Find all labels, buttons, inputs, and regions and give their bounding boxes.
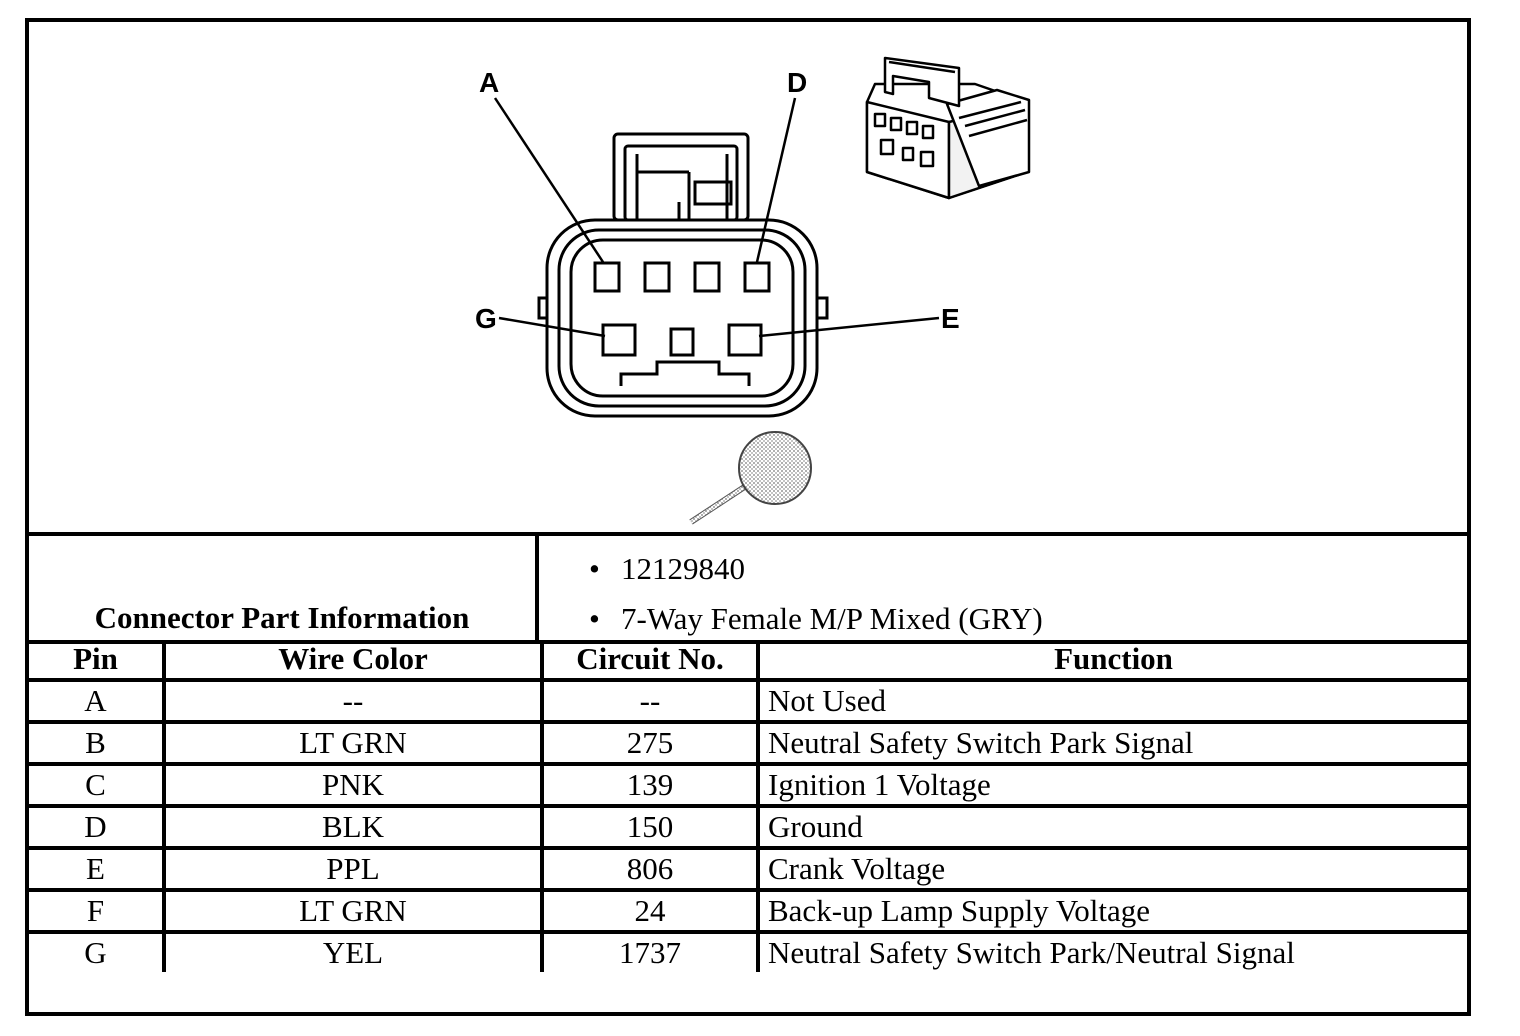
table-row: F LT GRN 24 Back-up Lamp Supply Voltage [29, 888, 1467, 934]
pin-label-a: A [479, 67, 499, 98]
cell-wire-color: PNK [162, 762, 544, 808]
cell-circuit-no: 1737 [540, 930, 760, 972]
header-function: Function [756, 640, 1467, 682]
cell-function: Ground [756, 804, 1467, 850]
connector-part-info-heading: Connector Part Information [29, 536, 539, 640]
pin-label-d: D [787, 67, 807, 98]
cell-function: Ignition 1 Voltage [756, 762, 1467, 808]
cell-wire-color: -- [162, 678, 544, 724]
connector-body [545, 218, 819, 418]
cell-circuit-no: 275 [540, 720, 760, 766]
cell-wire-color: YEL [162, 930, 544, 972]
cell-circuit-no: 139 [540, 762, 760, 808]
cell-circuit-no: 24 [540, 888, 760, 934]
cell-pin: B [29, 720, 166, 766]
cell-function: Neutral Safety Switch Park Signal [756, 720, 1467, 766]
pin-leader-lines [493, 97, 940, 338]
pinout-table-header: Pin Wire Color Circuit No. Function [29, 640, 1467, 682]
table-row: E PPL 806 Crank Voltage [29, 846, 1467, 892]
header-circuit-no: Circuit No. [540, 640, 760, 682]
connector-cavities [593, 261, 771, 357]
cavity-g [601, 323, 637, 357]
cell-function: Back-up Lamp Supply Voltage [756, 888, 1467, 934]
table-row: B LT GRN 275 Neutral Safety Switch Park … [29, 720, 1467, 766]
cavity-a [593, 261, 621, 293]
cell-wire-color: LT GRN [162, 888, 544, 934]
pin-label-e: E [941, 303, 960, 334]
connector-part-info-list: 12129840 7-Way Female M/P Mixed (GRY) [589, 544, 1043, 644]
cell-pin: D [29, 804, 166, 850]
connector-face-view: A D G E [475, 56, 1031, 525]
cell-wire-color: PPL [162, 846, 544, 892]
cavity-b [643, 261, 671, 293]
cell-function: Not Used [756, 678, 1467, 724]
connector-part-info-title: Connector Part Information [94, 600, 470, 635]
cell-circuit-no: -- [540, 678, 760, 724]
cell-pin: C [29, 762, 166, 808]
pinout-table: Pin Wire Color Circuit No. Function A --… [29, 640, 1467, 972]
header-wire-color: Wire Color [162, 640, 544, 682]
connector-description: 7-Way Female M/P Mixed (GRY) [589, 594, 1043, 644]
connector-sheet: A D G E [25, 18, 1471, 1016]
cavity-f [669, 327, 695, 357]
cavity-d [743, 261, 771, 293]
table-row: C PNK 139 Ignition 1 Voltage [29, 762, 1467, 808]
cell-function: Crank Voltage [756, 846, 1467, 892]
table-row: G YEL 1737 Neutral Safety Switch Park/Ne… [29, 930, 1467, 972]
part-number: 12129840 [589, 544, 1043, 594]
terminal-probe-icon [689, 431, 812, 525]
cell-circuit-no: 806 [540, 846, 760, 892]
cavity-e [727, 323, 763, 357]
connector-latch [612, 132, 750, 222]
cell-wire-color: BLK [162, 804, 544, 850]
table-row: A -- -- Not Used [29, 678, 1467, 724]
cell-circuit-no: 150 [540, 804, 760, 850]
connector-isometric-icon [865, 56, 1031, 200]
pin-label-g: G [475, 303, 497, 334]
cavity-c [693, 261, 721, 293]
cell-pin: E [29, 846, 166, 892]
connector-part-info: Connector Part Information 12129840 7-Wa… [29, 536, 1467, 644]
header-pin: Pin [29, 640, 166, 682]
cell-wire-color: LT GRN [162, 720, 544, 766]
cell-function: Neutral Safety Switch Park/Neutral Signa… [756, 930, 1467, 972]
cell-pin: A [29, 678, 166, 724]
connector-diagram: A D G E [29, 22, 1467, 536]
table-row: D BLK 150 Ground [29, 804, 1467, 850]
cell-pin: G [29, 930, 166, 972]
cell-pin: F [29, 888, 166, 934]
